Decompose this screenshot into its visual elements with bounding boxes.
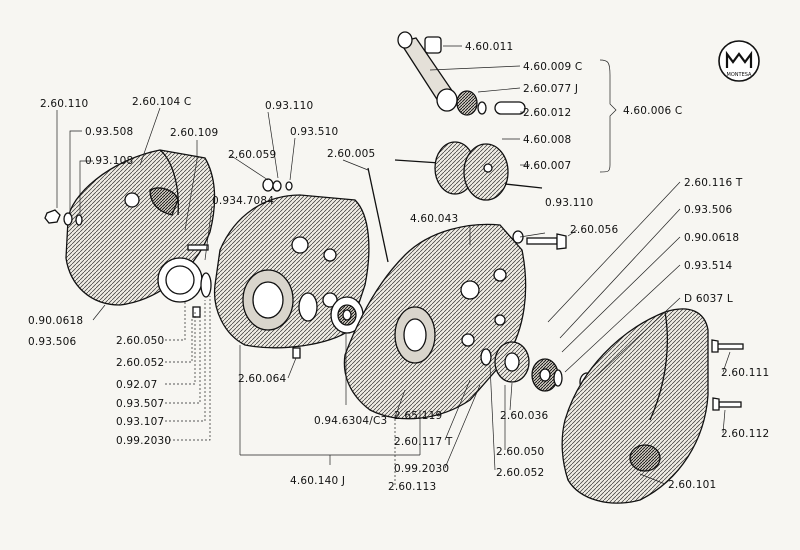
callout-D6037L: D 6037 L bbox=[684, 293, 733, 305]
cover-screws-right bbox=[711, 339, 744, 411]
callout-4-60-009C: 4.60.009 C bbox=[523, 61, 582, 73]
cover-gasket-ring bbox=[200, 272, 212, 298]
callout-4-60-011: 4.60.011 bbox=[465, 41, 513, 53]
callout-0-93-506-right: 0.93.506 bbox=[684, 204, 732, 216]
callout-0-99-2030-mid: 0.99.2030 bbox=[394, 463, 449, 475]
callout-0-93-107: 0.93.107 bbox=[116, 416, 164, 428]
callout-2-60-110: 2.60.110 bbox=[40, 98, 88, 110]
crank-pin bbox=[494, 101, 526, 115]
left-crankcase-half bbox=[213, 194, 370, 349]
callout-0-92-07: 0.92.07 bbox=[116, 379, 157, 391]
callout-0-90-0618-right: 0.90.0618 bbox=[684, 232, 739, 244]
callout-labels: 2.60.110 2.60.104 C 0.93.508 0.93.108 2.… bbox=[28, 41, 769, 493]
callout-2-60-077J: 2.60.077 J bbox=[523, 83, 578, 95]
callout-0-93-510: 0.93.510 bbox=[290, 126, 338, 138]
callout-0-94-6304C3: 0.94.6304/C3 bbox=[314, 415, 387, 427]
callout-0-90-0618-left: 0.90.0618 bbox=[28, 315, 83, 327]
callout-4-60-006C: 4.60.006 C bbox=[623, 105, 682, 117]
callout-2-60-116T: 2.60.116 T bbox=[684, 177, 743, 189]
right-crankcase-half bbox=[343, 223, 527, 420]
montesa-logo: MONTESA bbox=[718, 40, 760, 82]
callout-4-60-043: 4.60.043 bbox=[410, 213, 458, 225]
primary-gear bbox=[531, 358, 563, 392]
callout-2-60-056: 2.60.056 bbox=[570, 224, 618, 236]
callout-0-99-2030-left: 0.99.2030 bbox=[116, 435, 171, 447]
callout-2-60-059: 2.60.059 bbox=[228, 149, 276, 161]
callout-0-934-7084: 0.934.7084 bbox=[212, 195, 274, 207]
callout-2-60-052-left: 2.60.052 bbox=[116, 357, 164, 369]
long-stud bbox=[367, 167, 389, 263]
callout-0-93-110-right: 0.93.110 bbox=[545, 197, 593, 209]
callout-2-60-112: 2.60.112 bbox=[721, 428, 769, 440]
callout-2-60-005: 2.60.005 bbox=[327, 148, 375, 160]
leader-lines bbox=[56, 45, 731, 485]
right-side-cover bbox=[561, 308, 709, 504]
dowel bbox=[292, 347, 301, 359]
callout-0-93-508: 0.93.508 bbox=[85, 126, 133, 138]
callout-0-93-514: 0.93.514 bbox=[684, 260, 732, 272]
logo-text: MONTESA bbox=[727, 72, 752, 78]
oil-seal bbox=[157, 257, 203, 303]
callout-2-60-117T: 2.60.117 T bbox=[394, 436, 453, 448]
callout-2-60-113: 2.60.113 bbox=[388, 481, 436, 493]
callout-2-65-119: 2.65.119 bbox=[394, 410, 442, 422]
needle-bearing bbox=[456, 90, 487, 116]
callout-0-93-108: 0.93.108 bbox=[85, 155, 133, 167]
callout-0-93-507: 0.93.507 bbox=[116, 398, 164, 410]
callout-2-60-101: 2.60.101 bbox=[668, 479, 716, 491]
callout-2-60-104C: 2.60.104 C bbox=[132, 96, 191, 108]
callout-0-93-506-left: 0.93.506 bbox=[28, 336, 76, 348]
callout-4-60-008: 4.60.008 bbox=[523, 134, 571, 146]
callout-4-60-140J: 4.60.140 J bbox=[290, 475, 345, 487]
crankshaft bbox=[394, 141, 543, 201]
cover-screw-nut bbox=[44, 209, 83, 226]
callout-2-60-052-right: 2.60.052 bbox=[496, 467, 544, 479]
callout-4-60-007: 4.60.007 bbox=[523, 160, 571, 172]
callout-2-60-036: 2.60.036 bbox=[500, 410, 548, 422]
callout-2-60-012: 2.60.012 bbox=[523, 107, 571, 119]
callout-2-60-050-left: 2.60.050 bbox=[116, 335, 164, 347]
callout-0-93-110-top: 0.93.110 bbox=[265, 100, 313, 112]
clutch-hub bbox=[480, 341, 530, 383]
small-rings bbox=[262, 178, 293, 192]
callout-2-60-111: 2.60.111 bbox=[721, 367, 769, 379]
connecting-rod bbox=[397, 31, 458, 112]
callout-2-60-064: 2.60.064 bbox=[238, 373, 286, 385]
callout-2-60-109: 2.60.109 bbox=[170, 127, 218, 139]
bolt-2-60-056 bbox=[512, 230, 567, 250]
callout-2-60-050-right: 2.60.050 bbox=[496, 446, 544, 458]
